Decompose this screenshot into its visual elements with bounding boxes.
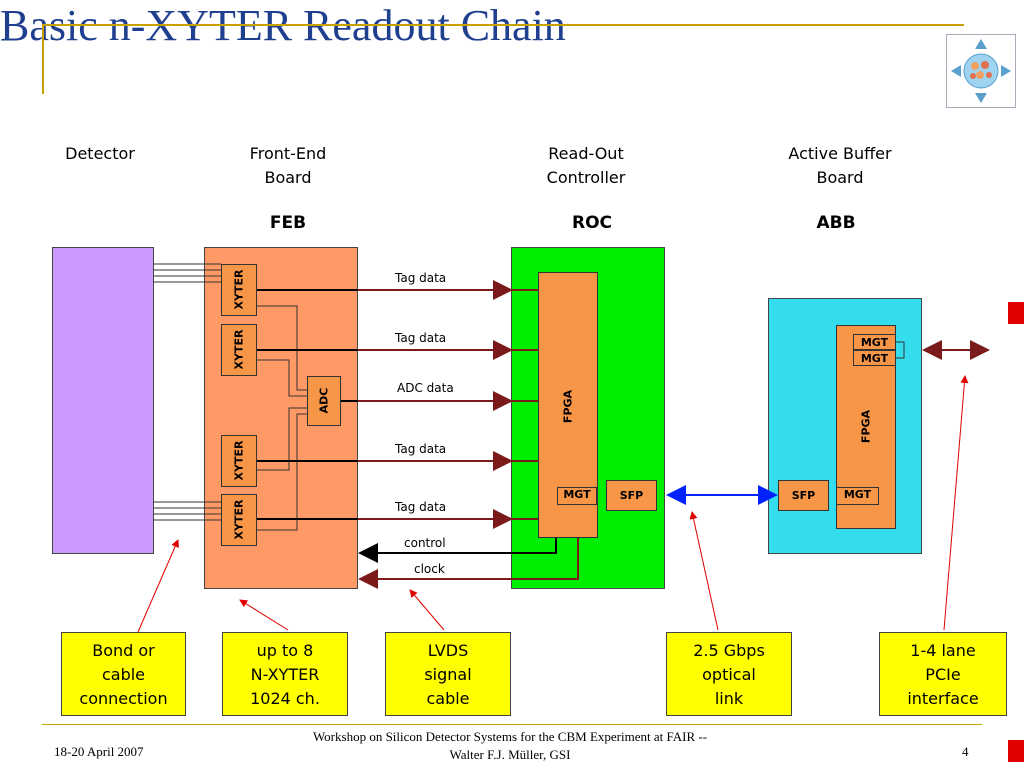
detector-heading: Detector	[65, 144, 135, 163]
tag-data-label-4: Tag data	[395, 500, 447, 514]
tag-data-label-3: Tag data	[395, 442, 447, 456]
roc-heading: Read-Out Controller	[546, 144, 626, 187]
footer-date: 18-20 April 2007	[54, 744, 144, 759]
xyter-chip-2	[221, 324, 257, 376]
side-marker	[1008, 302, 1024, 324]
xyter-adc-wires	[257, 305, 307, 531]
bond-lines-bottom	[154, 501, 221, 521]
xyter-chip-3	[221, 435, 257, 487]
bond-pointer	[137, 539, 179, 633]
roc-abbreviation: ROC	[571, 213, 613, 233]
abb-abbreviation: ABB	[816, 213, 856, 233]
footer-center: Workshop on Silicon Detector Systems for…	[312, 729, 708, 762]
lvds-callout: LVDS signal cable	[385, 632, 511, 716]
cbm-logo-graphic	[951, 39, 1011, 103]
xyter-chip-4	[221, 494, 257, 546]
cbm-logo	[946, 34, 1016, 108]
footer-rule	[42, 724, 982, 725]
xyter-chip-1	[221, 264, 257, 316]
abb-mgt-1: MGT	[853, 334, 896, 350]
xyter-callout: up to 8 N-XYTER 1024 ch.	[222, 632, 348, 716]
adc-chip	[307, 376, 341, 426]
xyter-pointer	[239, 599, 289, 631]
header-side-rule	[42, 24, 44, 94]
control-label: control	[404, 536, 446, 550]
abb-mgt-3: MGT	[836, 487, 879, 505]
tag-data-label-1: Tag data	[395, 271, 447, 285]
optical-callout: 2.5 Gbps optical link	[666, 632, 792, 716]
footer-page: 4	[962, 744, 969, 759]
abb-sfp: SFP	[778, 480, 829, 511]
control-arrow	[358, 538, 557, 563]
clock-arrow	[358, 538, 579, 589]
clock-label: clock	[414, 562, 445, 576]
bond-lines-top	[154, 263, 221, 283]
optical-pointer	[689, 511, 719, 631]
abb-heading: Active Buffer Board	[788, 144, 892, 187]
tag-data-label-2: Tag data	[395, 331, 447, 345]
corner-marker	[1008, 740, 1024, 762]
roc-mgt: MGT	[557, 487, 597, 505]
adc-data-label: ADC data	[397, 381, 454, 395]
roc-internal-lines	[511, 289, 538, 520]
feb-abbreviation: FEB	[269, 213, 307, 233]
pcie-pointer	[943, 375, 969, 631]
feb-heading: Front-End Board	[249, 144, 327, 187]
mgt-connector	[896, 341, 905, 359]
roc-sfp: SFP	[606, 480, 657, 511]
detector-block	[52, 247, 154, 554]
pcie-callout: 1-4 lane PCIe interface	[879, 632, 1007, 716]
lvds-pointer	[409, 589, 445, 631]
bond-callout: Bond or cable connection	[61, 632, 186, 716]
header-rule	[42, 24, 964, 26]
abb-mgt-2: MGT	[853, 350, 896, 366]
